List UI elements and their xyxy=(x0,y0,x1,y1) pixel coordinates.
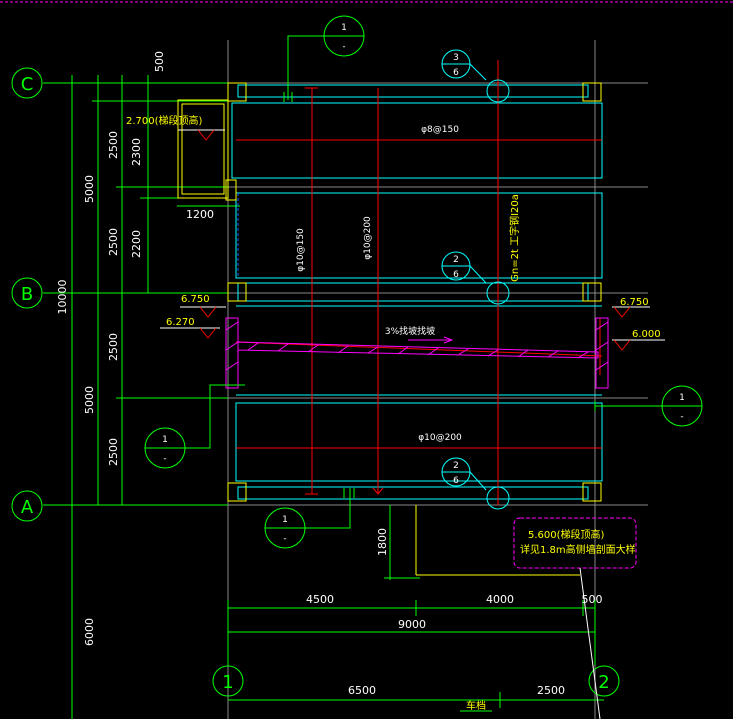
note-slope: 3%找坡找坡 xyxy=(385,325,435,337)
elev-6270: 6.270 xyxy=(166,317,195,328)
dim-4000: 4000 xyxy=(486,593,514,606)
elev-6750-right: 6.750 xyxy=(620,297,649,308)
bubble-3-6-den: 6 xyxy=(453,68,459,78)
dim-2500-top: 2500 xyxy=(107,131,120,159)
axis-lines xyxy=(43,82,596,665)
note-rebar-bot: φ10@200 xyxy=(418,433,462,443)
axis-label-2: 2 xyxy=(598,672,609,693)
dim-500-b: 500 xyxy=(582,593,603,606)
section-bubble-bot: 1 - xyxy=(264,488,355,549)
axis-label-c: C xyxy=(21,74,34,95)
columns xyxy=(177,82,602,576)
note-crane: Gn=2t 工字钢I20a xyxy=(508,194,521,282)
bubble-left-den: - xyxy=(163,454,166,464)
dim-10000: 10000 xyxy=(56,280,69,315)
bubble-2-6a-den: 6 xyxy=(453,270,459,280)
elev-top-left: 2.700(梯段顶高) xyxy=(126,114,203,127)
dim-6500: 6500 xyxy=(348,684,376,697)
dim-2500-b: 2500 xyxy=(537,684,565,697)
note-rebar-top: φ8@150 xyxy=(421,125,459,135)
bubble-top-den: - xyxy=(342,42,345,52)
note-box-line2: 详见1.8m高侧墙剖面大样 xyxy=(520,543,636,556)
bubble-2-6a-num: 2 xyxy=(453,255,459,265)
dim-500: 500 xyxy=(153,51,166,72)
section-bubble-top: 1 - xyxy=(283,15,365,102)
bubble-left-num: 1 xyxy=(162,435,168,445)
elevation-markers xyxy=(160,129,665,351)
dim-6000: 6000 xyxy=(83,618,96,646)
axis-label-b: B xyxy=(21,284,33,305)
axis-bubble-1: 1 xyxy=(212,665,244,697)
dim-5000-top: 5000 xyxy=(83,175,96,203)
elev-6000: 6.000 xyxy=(632,329,661,340)
note-rebar-v2: φ10@200 xyxy=(363,216,373,260)
axis-label-1: 1 xyxy=(222,672,233,693)
left-dimensions xyxy=(62,75,228,719)
dim-2500-low2: 2500 xyxy=(107,438,120,466)
bubble-right-num: 1 xyxy=(679,393,685,403)
detail-bubble-3-6: 3 6 xyxy=(441,49,510,103)
note-box-line1: 5.600(梯段顶高) xyxy=(528,528,605,541)
bottom-label: 车档 xyxy=(466,699,486,712)
slope-hatch xyxy=(225,317,609,389)
bubble-2-6b-num: 2 xyxy=(453,461,459,471)
dim-9000: 9000 xyxy=(398,618,426,631)
bubble-right-den: - xyxy=(680,412,683,422)
axis-label-a: A xyxy=(21,497,34,518)
bubble-2-6b-den: 6 xyxy=(453,476,459,486)
grid-lines xyxy=(227,40,648,719)
bottom-dimensions xyxy=(177,205,604,708)
dim-1200: 1200 xyxy=(186,208,214,221)
bubble-bot-den: - xyxy=(283,534,286,544)
section-bubble-left: 1 - xyxy=(144,384,245,469)
detail-bubble-2-6a: 2 6 xyxy=(441,251,510,305)
axis-bubble-b: B xyxy=(11,277,43,309)
axis-bubble-2: 2 xyxy=(588,665,620,697)
dim-2300: 2300 xyxy=(130,138,143,166)
bubble-bot-num: 1 xyxy=(282,515,288,525)
note-rebar-v1: φ10@150 xyxy=(296,228,306,272)
dim-4500: 4500 xyxy=(306,593,334,606)
dim-5000-bot: 5000 xyxy=(83,386,96,414)
bubble-top-num: 1 xyxy=(341,23,347,33)
detail-bubble-2-6b: 2 6 xyxy=(441,457,510,510)
section-bubble-right: 1 - xyxy=(594,385,703,427)
axis-bubble-a: A xyxy=(11,490,43,522)
elev-6750-left: 6.750 xyxy=(181,294,210,305)
dim-2200: 2200 xyxy=(130,230,143,258)
bubble-3-6-num: 3 xyxy=(453,53,459,63)
dim-2500-low1: 2500 xyxy=(107,333,120,361)
beams xyxy=(231,84,603,500)
axis-bubble-c: C xyxy=(11,67,43,99)
note-cloud: 5.600(梯段顶高) 详见1.8m高侧墙剖面大样 xyxy=(513,517,637,719)
dim-1800: 1800 xyxy=(376,528,389,556)
dim-2500-mid: 2500 xyxy=(107,228,120,256)
